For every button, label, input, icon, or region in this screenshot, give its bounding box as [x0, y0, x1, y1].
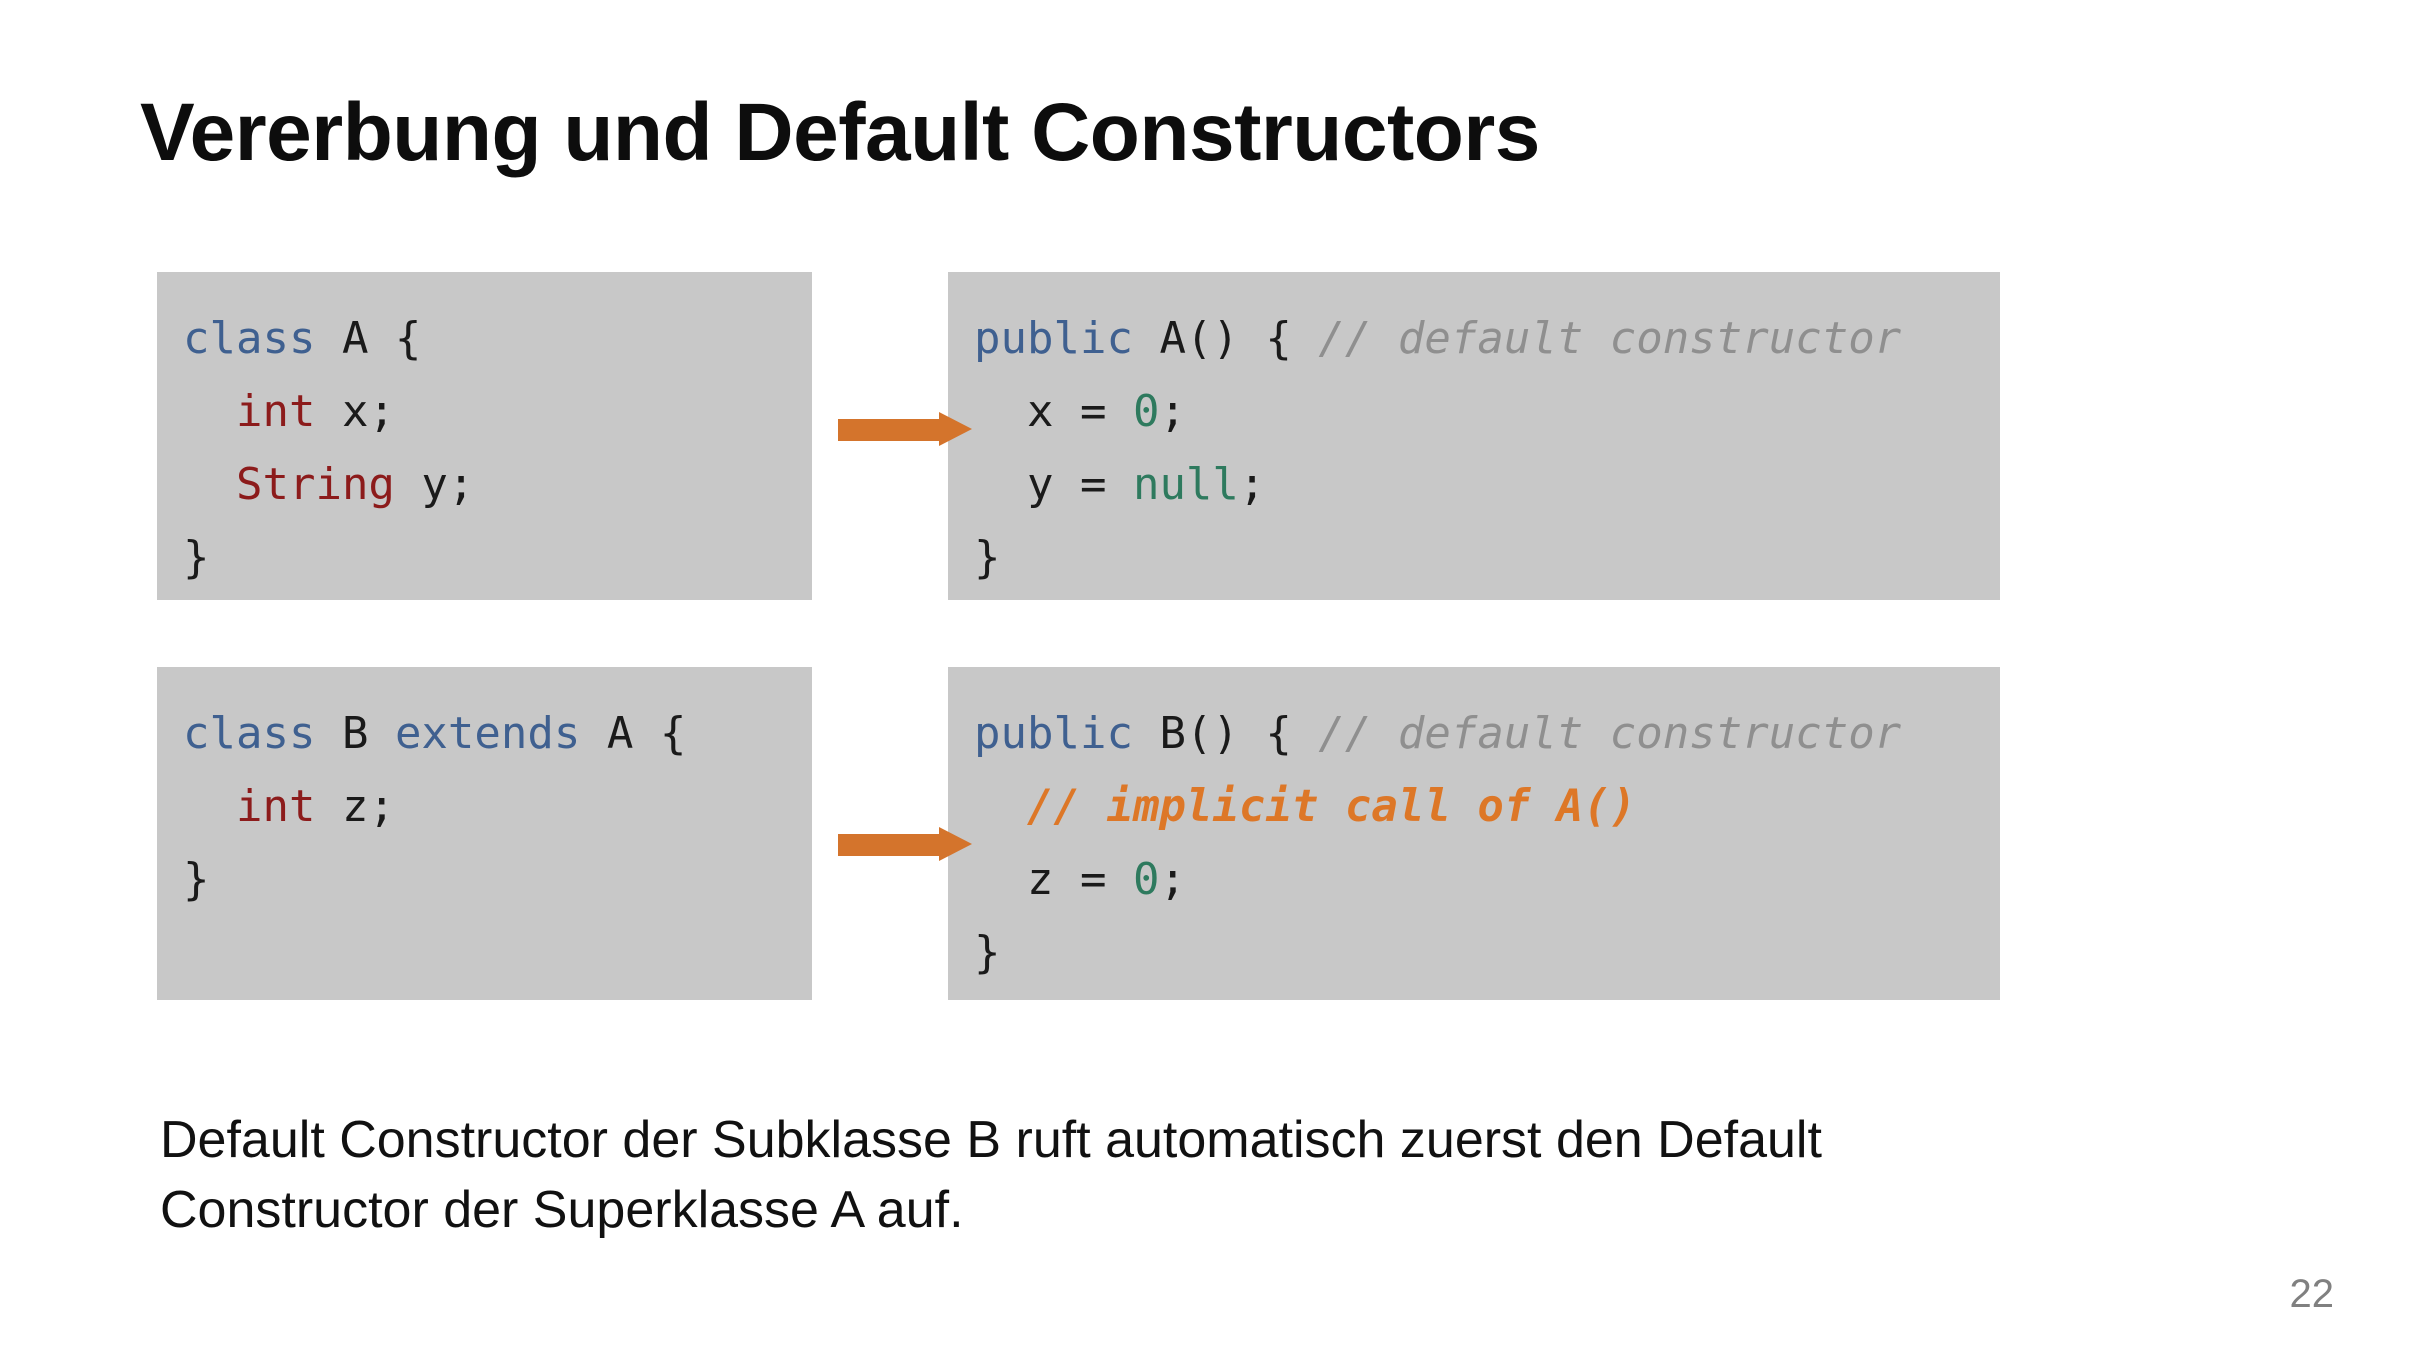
code-token-plain: ; [1159, 854, 1186, 905]
code-panel-class-b: class B extends A { int z;} [157, 667, 812, 1000]
arrow-head [939, 827, 972, 861]
code-token-kw: public [974, 708, 1133, 759]
code-token-plain: x; [315, 386, 395, 437]
code-line: } [183, 521, 812, 594]
code-token-type: int [235, 781, 316, 832]
code-token-lit: null [1132, 459, 1239, 510]
code-token-kw: extends [394, 708, 581, 759]
code-token-plain: } [183, 854, 210, 905]
code-token-comment: // default constructor [1318, 708, 1902, 759]
code-token-plain: ; [1238, 459, 1266, 510]
code-token-comment: // default constructor [1318, 313, 1902, 364]
code-line: int x; [183, 375, 812, 448]
code-line: } [183, 843, 812, 916]
code-token-plain: z = [974, 854, 1133, 905]
code-token-plain: z; [315, 781, 395, 832]
code-line: } [974, 521, 2000, 594]
code-token-plain: y = [974, 459, 1133, 510]
code-token-plain: B() { [1132, 708, 1319, 759]
code-token-plain: } [183, 532, 210, 583]
code-line: class A { [183, 302, 812, 375]
code-token-kw: class [183, 313, 316, 364]
code-panel-constructor-b: public B() { // default constructor // i… [948, 667, 2000, 1000]
caption-line: Default Constructor der Subklasse B ruft… [160, 1111, 1822, 1169]
page-number: 22 [2289, 1272, 2335, 1316]
code-line: public A() { // default constructor [974, 302, 2000, 375]
code-token-plain: ; [1159, 386, 1186, 437]
code-token-plain [974, 781, 1027, 832]
code-token-lit: 0 [1132, 386, 1160, 437]
code-token-type: int [235, 386, 316, 437]
code-token-lit: 0 [1132, 854, 1160, 905]
code-token-kw: public [974, 313, 1133, 364]
code-token-plain [183, 386, 236, 437]
caption-line: Constructor der Superklasse A auf. [160, 1181, 964, 1239]
code-line: int z; [183, 770, 812, 843]
code-token-kw: class [183, 708, 316, 759]
code-panel-class-a: class A { int x; String y;} [157, 272, 812, 600]
arrow-right-icon-class-b-to-ctor-b [838, 827, 972, 861]
code-token-plain: } [974, 927, 1001, 978]
code-line: // implicit call of A() [974, 770, 2000, 843]
code-token-plain [183, 459, 236, 510]
code-token-type: String [235, 459, 395, 510]
code-token-plain [183, 781, 236, 832]
code-line: y = null; [974, 448, 2000, 521]
code-line: public B() { // default constructor [974, 697, 2000, 770]
code-line: z = 0; [974, 843, 2000, 916]
caption-text: Default Constructor der Subklasse B ruft… [160, 1105, 2080, 1245]
arrow-head [939, 412, 972, 446]
code-token-plain: A { [315, 313, 422, 364]
code-token-plain: A { [580, 708, 687, 759]
code-line: x = 0; [974, 375, 2000, 448]
code-token-plain: A() { [1132, 313, 1319, 364]
code-line: class B extends A { [183, 697, 812, 770]
code-token-plain: y; [394, 459, 475, 510]
arrow-shaft [838, 834, 939, 856]
code-line: String y; [183, 448, 812, 521]
arrow-right-icon-class-a-to-ctor-a [838, 412, 972, 446]
code-panel-constructor-a: public A() { // default constructor x = … [948, 272, 2000, 600]
code-token-plain: } [974, 532, 1001, 583]
code-token-plain: B [315, 708, 395, 759]
arrow-shaft [838, 419, 939, 441]
code-token-plain: x = [974, 386, 1133, 437]
code-token-hl: // implicit call of A() [1026, 781, 1637, 832]
page-title: Vererbung und Default Constructors [140, 87, 1540, 178]
code-line: } [974, 916, 2000, 989]
